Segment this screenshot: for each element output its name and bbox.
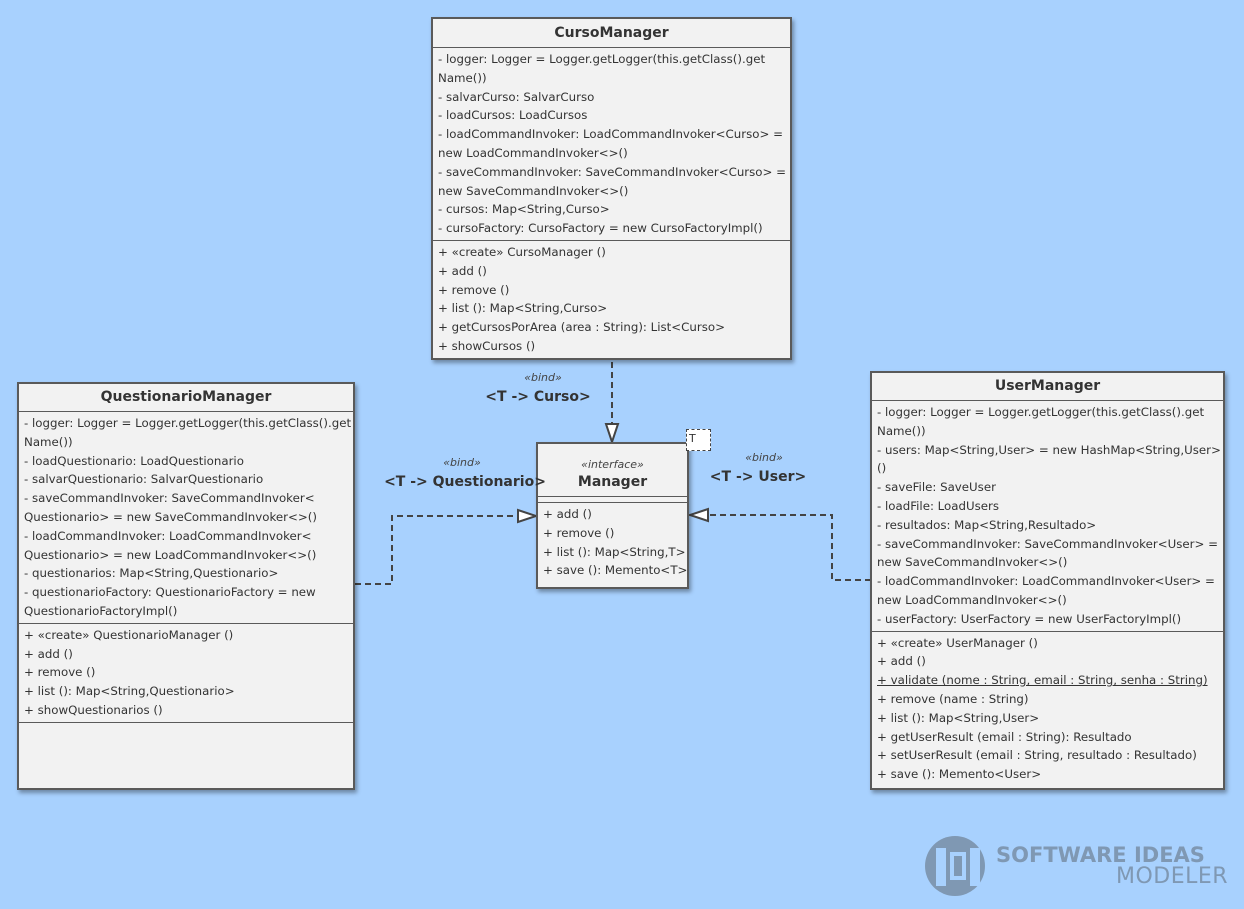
attributes-section: - logger: Logger = Logger.getLogger(this… — [433, 48, 790, 241]
operation-row: + remove (name : String) — [877, 691, 1029, 706]
class-curso-manager[interactable]: CursoManager - logger: Logger = Logger.g… — [431, 17, 792, 360]
attribute-row: - saveCommandInvoker: SaveCommandInvoker… — [24, 491, 315, 506]
attribute-row: - questionarioFactory: QuestionarioFacto… — [24, 585, 316, 600]
operation-row: + setUserResult (email : String, resulta… — [877, 748, 1197, 763]
operation-row: + remove () — [543, 525, 615, 540]
attribute-row: - loadCursos: LoadCursos — [438, 108, 588, 123]
attributes-section: - logger: Logger = Logger.getLogger(this… — [872, 401, 1223, 632]
attribute-row: - loadFile: LoadUsers — [877, 498, 1000, 513]
interface-name: Manager — [577, 474, 648, 490]
bind-label-curso: «bind» <T -> Curso> — [470, 371, 606, 405]
attribute-row: new LoadCommandInvoker<>() — [438, 145, 628, 160]
interface-manager[interactable]: «interface» Manager + add () + remove ()… — [536, 442, 689, 589]
bind-edge-user — [706, 514, 871, 581]
operations-section: + add () + remove () + list (): Map<Stri… — [538, 503, 687, 582]
operation-row: + add () — [543, 507, 592, 521]
attribute-row: - loadCommandInvoker: LoadCommandInvoker… — [438, 127, 783, 142]
bind-stereotype: «bind» — [443, 456, 481, 469]
attribute-row: Name()) — [438, 70, 487, 85]
static-operation-row: + validate (nome : String, email : Strin… — [877, 673, 1208, 688]
operation-row: + save (): Memento<T> — [543, 563, 688, 578]
software-ideas-logo-icon — [925, 836, 985, 896]
attribute-row: - saveCommandInvoker: SaveCommandInvoker… — [438, 164, 787, 179]
attribute-row: Questionario> = new LoadCommandInvoker<>… — [24, 547, 317, 562]
attribute-row: new SaveCommandInvoker<>() — [877, 555, 1068, 570]
attributes-section — [538, 497, 687, 503]
operation-row: + list (): Map<String,User> — [877, 710, 1040, 725]
attribute-row: - salvarQuestionario: SalvarQuestionario — [24, 472, 264, 487]
bind-stereotype: «bind» — [524, 371, 562, 384]
operation-row: + save (): Memento<User> — [877, 767, 1042, 782]
template-parameter-box: T — [686, 429, 711, 451]
interface-stereotype: «interface» — [581, 458, 644, 471]
arrowhead-user — [686, 507, 709, 523]
bind-edge-questionario — [355, 515, 520, 585]
arrowhead-curso — [604, 423, 620, 446]
arrowhead-questionario — [517, 508, 540, 524]
attribute-row: - userFactory: UserFactory = new UserFac… — [877, 611, 1182, 626]
operation-row: + list (): Map<String,Questionario> — [24, 684, 235, 699]
attribute-row: - saveFile: SaveUser — [877, 480, 996, 495]
bind-text: <T -> Questionario> — [384, 474, 546, 490]
watermark: SOFTWARE IDEAS MODELER — [922, 834, 1240, 900]
operation-row: + showCursos () — [438, 338, 536, 353]
class-name: QuestionarioManager — [19, 384, 353, 412]
attribute-row: new LoadCommandInvoker<>() — [877, 592, 1067, 607]
operation-row: + add () — [877, 654, 926, 669]
class-questionario-manager[interactable]: QuestionarioManager - logger: Logger = L… — [17, 382, 355, 790]
attribute-row: new SaveCommandInvoker<>() — [438, 183, 629, 198]
attribute-row: - logger: Logger = Logger.getLogger(this… — [877, 405, 1205, 419]
operation-row: + add () — [438, 263, 487, 278]
attribute-row: - loadCommandInvoker: LoadCommandInvoker… — [24, 528, 312, 543]
operation-row: + add () — [24, 646, 73, 661]
operations-section: + «create» CursoManager () + add () + re… — [433, 241, 790, 358]
attribute-row: - resultados: Map<String,Resultado> — [877, 517, 1097, 532]
attribute-row: Name()) — [877, 423, 926, 438]
attribute-row: - logger: Logger = Logger.getLogger(this… — [438, 52, 766, 66]
attribute-row: - questionarios: Map<String,Questionario… — [24, 566, 279, 581]
class-name: CursoManager — [433, 19, 790, 48]
empty-section — [19, 723, 353, 787]
bind-label-questionario: «bind» <T -> Questionario> — [380, 456, 550, 490]
operation-row: + «create» QuestionarioManager () — [24, 627, 234, 642]
operation-row: + remove () — [24, 665, 96, 680]
class-name: UserManager — [872, 373, 1223, 401]
attribute-row: - salvarCurso: SalvarCurso — [438, 89, 595, 104]
attribute-row: - loadQuestionario: LoadQuestionario — [24, 453, 244, 468]
attribute-row: - logger: Logger = Logger.getLogger(this… — [24, 416, 352, 430]
attributes-section: - logger: Logger = Logger.getLogger(this… — [19, 412, 353, 624]
operations-section: + «create» UserManager () + add () + val… — [872, 632, 1223, 786]
attribute-row: Questionario> = new SaveCommandInvoker<>… — [24, 509, 317, 524]
operation-row: + getCursosPorArea (area : String): List… — [438, 320, 725, 335]
operation-row: + «create» CursoManager () — [438, 244, 606, 259]
attribute-row: - users: Map<String,User> = new HashMap<… — [877, 442, 1221, 457]
operation-row: + showQuestionarios () — [24, 702, 163, 717]
operation-row: + remove () — [438, 282, 510, 297]
attribute-row: - loadCommandInvoker: LoadCommandInvoker… — [877, 574, 1215, 589]
attribute-row: - cursoFactory: CursoFactory = new Curso… — [438, 221, 763, 236]
interface-header: «interface» Manager — [538, 444, 687, 497]
attribute-row: - saveCommandInvoker: SaveCommandInvoker… — [877, 536, 1218, 551]
attribute-row: Name()) — [24, 434, 73, 449]
watermark-line-2: MODELER — [1116, 864, 1229, 889]
operations-section: + «create» QuestionarioManager () + add … — [19, 624, 353, 723]
bind-text: <T -> User> — [709, 469, 807, 485]
bind-stereotype: «bind» — [745, 451, 783, 464]
watermark-line-1: SOFTWARE IDEAS — [996, 843, 1205, 867]
operation-row: + list (): Map<String,T> — [543, 544, 686, 559]
class-user-manager[interactable]: UserManager - logger: Logger = Logger.ge… — [870, 371, 1225, 790]
attribute-row: QuestionarioFactoryImpl() — [24, 603, 178, 618]
attribute-row: - cursos: Map<String,Curso> — [438, 202, 610, 217]
operation-row: + «create» UserManager () — [877, 635, 1038, 650]
operation-row: + getUserResult (email : String): Result… — [877, 729, 1132, 744]
attribute-row: () — [877, 461, 887, 476]
bind-text: <T -> Curso> — [485, 389, 591, 405]
bind-label-user: «bind» <T -> User> — [706, 451, 810, 485]
operation-row: + list (): Map<String,Curso> — [438, 301, 608, 316]
